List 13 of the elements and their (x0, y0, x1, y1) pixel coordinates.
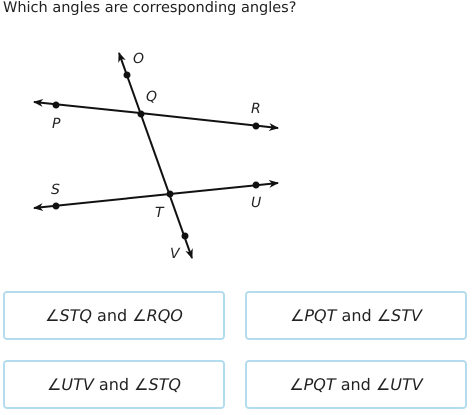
point-label: O (133, 51, 144, 67)
point-label: U (251, 195, 262, 211)
answer-choice: ∠PQT and ∠STV (245, 291, 467, 340)
point-label: V (170, 246, 180, 262)
point-label: T (155, 205, 164, 221)
point-label: R (251, 101, 261, 117)
answer-choice: ∠PQT and ∠UTV (245, 360, 467, 409)
question-text: Which angles are corresponding angles? (3, 0, 296, 16)
answer-choice: ∠UTV and ∠STQ (3, 360, 225, 409)
point-label: Q (146, 89, 158, 105)
point-label: S (51, 182, 60, 198)
point-label: P (52, 116, 60, 132)
answer-choice: ∠STQ and ∠RQO (3, 291, 225, 340)
